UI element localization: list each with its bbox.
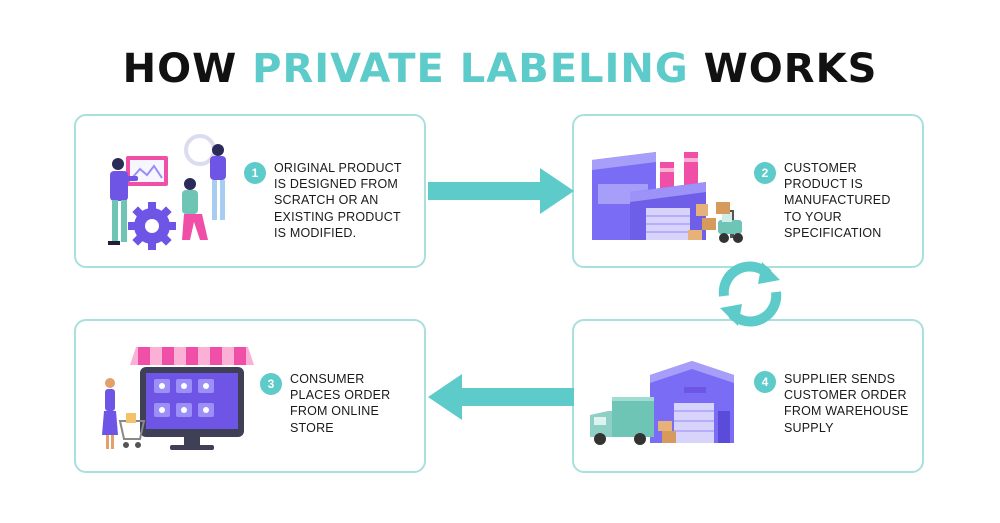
step-card-4: 4 SUPPLIER SENDS CUSTOMER ORDER FROM WAR… [572,319,924,473]
step-number-badge: 2 [754,162,776,184]
step-description-3: CONSUMER PLACES ORDER FROM ONLINE STORE [290,371,390,436]
step-text-line: ORIGINAL PRODUCT [274,161,402,175]
step-text-line: FROM ONLINE [290,404,380,419]
step-number-badge: 4 [754,371,776,393]
cycle-arrows-icon [718,261,782,327]
step-text-line: IS DESIGNED FROM [274,177,399,192]
step-text-line: EXISTING PRODUCT [274,209,401,224]
step-card-2: 2 CUSTOMER PRODUCT IS MANUFACTURED TO YO… [572,114,924,268]
online-store-icon [102,347,254,450]
step-text-line: TO YOUR [784,209,842,224]
step-text-line: SPECIFICATION [784,225,882,240]
step-text-line: SUPPLY [784,420,834,435]
design-team-icon [108,134,226,250]
step-description-4: SUPPLIER SENDS CUSTOMER ORDER FROM WAREH… [784,371,909,436]
step-text-line: STORE [290,420,334,435]
warehouse-truck-icon [590,361,734,445]
step-text-line: CUSTOMER ORDER [784,388,907,403]
left-arrow-icon [428,374,574,420]
step-card-1: 1 ORIGINAL PRODUCT IS DESIGNED FROM SCRA… [74,114,426,268]
step-card-3: 3 CONSUMER PLACES ORDER FROM ONLINE STOR… [74,319,426,473]
step-text-line: SUPPLIER SENDS [784,372,896,386]
title-part-3: WORKS [688,46,878,92]
step-text-line: SCRATCH OR AN [274,193,379,208]
step-text-line: IS MODIFIED. [274,225,357,240]
title-accent: PRIVATE LABELING [252,46,689,92]
step-text-line: PLACES ORDER [290,388,391,403]
step-description-1: ORIGINAL PRODUCT IS DESIGNED FROM SCRATC… [274,160,402,241]
factory-icon [592,152,743,243]
right-arrow-icon [428,168,574,214]
page-title: HOW PRIVATE LABELING WORKS [0,46,1000,92]
step-text-line: FROM WAREHOUSE [784,404,909,419]
title-part-1: HOW [122,46,253,92]
step-text-line: PRODUCT IS [784,177,863,192]
step-text-line: MANUFACTURED [784,193,891,208]
step-text-line: CONSUMER [290,372,365,386]
step-number-badge: 1 [244,162,266,184]
step-number-badge: 3 [260,373,282,395]
step-description-2: CUSTOMER PRODUCT IS MANUFACTURED TO YOUR… [784,160,891,241]
step-text-line: CUSTOMER [784,161,857,175]
